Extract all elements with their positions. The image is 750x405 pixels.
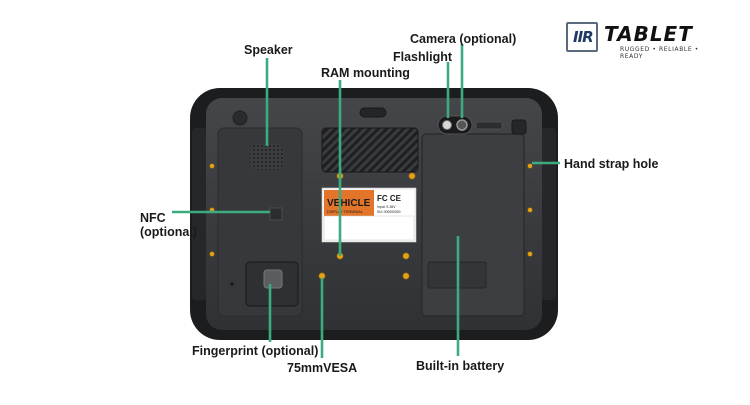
top-strap-slot: [359, 107, 387, 118]
screw-4: [527, 207, 533, 213]
screw-0: [209, 163, 215, 169]
fingerprint-label: Fingerprint (optional): [192, 344, 319, 358]
nfc-marker: [269, 207, 283, 221]
screw-9: [402, 252, 410, 260]
nfc-label: NFC (optional): [140, 211, 197, 239]
logo-wordmark: TABLET: [604, 22, 693, 46]
logo-mark-icon: IIR: [566, 22, 598, 52]
flashlight-lens: [442, 120, 452, 130]
top-right-port-cover: [511, 119, 527, 135]
fingerprint-sensor: [263, 269, 283, 289]
label-serial: SN: 000000000: [377, 210, 401, 214]
left-side-grip: [192, 128, 208, 300]
top-left-button: [232, 110, 248, 126]
battery-label: Built-in battery: [416, 359, 505, 373]
speaker-label: Speaker: [244, 43, 293, 57]
leader-lines: [172, 44, 560, 358]
label-input: Input: 9-36V: [377, 205, 396, 209]
nfc-label-line2: (optional): [140, 225, 197, 239]
speaker-grill: [250, 144, 284, 170]
label-brand-line1: VEHICLE: [327, 198, 371, 209]
logo-mark-text: IIR: [573, 28, 594, 46]
nfc-label-line1: NFC: [140, 211, 166, 225]
mic-hole: [230, 282, 234, 286]
screw-2: [209, 251, 215, 257]
product-label: VEHICLE DISPLAY TERMINAL FC CE Input: 9-…: [321, 187, 417, 243]
label-brand-line2: DISPLAY TERMINAL: [327, 210, 363, 214]
right-side-grip: [540, 128, 556, 300]
ram-mounting-label: RAM mounting: [321, 66, 410, 80]
camera-label: Camera (optional): [410, 32, 517, 46]
vent-grille: [321, 127, 419, 173]
camera-lens: [456, 119, 468, 131]
screw-7: [408, 172, 416, 180]
brand-logo: IIR TABLET RUGGED • RELIABLE • READY: [566, 22, 716, 60]
screw-5: [527, 251, 533, 257]
screw-3: [527, 163, 533, 169]
camera-icon-strip: [475, 121, 503, 130]
hand-strap-hole-label: Hand strap hole: [564, 157, 659, 171]
flashlight-label: Flashlight: [393, 50, 453, 64]
vesa-label: 75mmVESA: [287, 361, 358, 375]
battery-cover: [421, 133, 525, 317]
logo-tagline: RUGGED • RELIABLE • READY: [620, 46, 699, 60]
screw-11: [402, 272, 410, 280]
label-cert: FC CE: [377, 194, 402, 203]
